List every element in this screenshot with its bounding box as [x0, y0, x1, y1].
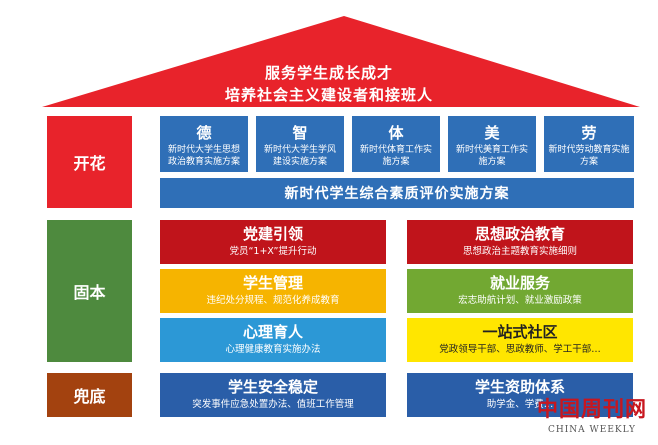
block-subtitle: 党政领导干部、思政教师、学工干部… — [439, 344, 601, 355]
section-label-bloom: 开花 — [47, 116, 132, 208]
block-subtitle: 突发事件应急处置办法、值班工作管理 — [192, 399, 354, 410]
roof-shape — [42, 16, 640, 107]
education-box-labor: 劳 新时代劳动教育实施方案 — [544, 116, 634, 172]
block-student-management: 学生管理 违纪处分规程、规范化养成教育 — [160, 269, 386, 313]
block-subtitle: 党员“1+X”提升行动 — [229, 246, 317, 257]
education-box-aesthetic: 美 新时代美育工作实施方案 — [448, 116, 536, 172]
block-employment-service: 就业服务 宏志助航计划、就业激励政策 — [407, 269, 633, 313]
watermark-en: CHINA WEEKLY — [548, 425, 636, 435]
education-title: 智 — [292, 124, 308, 142]
block-subtitle: 违纪处分规程、规范化养成教育 — [206, 295, 340, 306]
block-student-safety: 学生安全稳定 突发事件应急处置办法、值班工作管理 — [160, 373, 386, 417]
roof-title-line-1: 服务学生成长成才 — [264, 64, 393, 82]
education-box-physical: 体 新时代体育工作实施方案 — [352, 116, 440, 172]
block-subtitle: 宏志助航计划、就业激励政策 — [458, 295, 582, 306]
block-subtitle: 助学金、学费… — [486, 399, 554, 410]
section-label-root-text: 固本 — [73, 283, 106, 302]
section-label-root: 固本 — [47, 220, 132, 362]
evaluation-bar: 新时代学生综合素质评价实施方案 — [160, 178, 634, 208]
education-subtitle: 新时代大学生思想政治教育实施方案 — [167, 145, 240, 167]
block-title: 心理育人 — [242, 323, 303, 341]
block-student-aid: 学生资助体系 助学金、学费… — [407, 373, 633, 417]
education-title: 德 — [196, 124, 212, 142]
block-title: 学生管理 — [242, 274, 303, 292]
block-subtitle: 思想政治主题教育实施细则 — [462, 246, 577, 257]
block-one-stop-community: 一站式社区 党政领导干部、思政教师、学工干部… — [407, 318, 633, 362]
evaluation-bar-text: 新时代学生综合素质评价实施方案 — [284, 186, 510, 202]
watermark-logo: 中国周刊网 CHINA WEEKLY — [532, 388, 652, 440]
block-title: 思想政治教育 — [474, 225, 565, 243]
education-subtitle: 新时代劳动教育实施方案 — [548, 145, 630, 167]
section-label-base: 兜底 — [47, 373, 132, 417]
block-title: 党建引领 — [242, 225, 303, 243]
block-psychological-education: 心理育人 心理健康教育实施办法 — [160, 318, 386, 362]
education-subtitle: 新时代大学生学风建设实施方案 — [263, 145, 336, 167]
education-title: 体 — [388, 124, 404, 142]
education-box-moral: 德 新时代大学生思想政治教育实施方案 — [160, 116, 248, 172]
education-subtitle: 新时代美育工作实施方案 — [455, 145, 528, 167]
block-title: 学生安全稳定 — [227, 378, 318, 396]
block-title: 一站式社区 — [482, 323, 558, 341]
education-title: 劳 — [581, 124, 597, 142]
block-party-leadership: 党建引领 党员“1+X”提升行动 — [160, 220, 386, 264]
block-title: 就业服务 — [489, 274, 550, 292]
block-subtitle: 心理健康教育实施办法 — [225, 344, 321, 355]
section-label-bloom-text: 开花 — [73, 154, 106, 173]
roof-title-line-2: 培养社会主义建设者和接班人 — [224, 86, 433, 104]
section-label-base-text: 兜底 — [73, 387, 106, 406]
education-subtitle: 新时代体育工作实施方案 — [359, 145, 432, 167]
watermark-cn: 中国周刊网 — [537, 396, 647, 421]
education-title: 美 — [484, 124, 500, 142]
block-title: 学生资助体系 — [474, 378, 565, 396]
block-ideological-education: 思想政治教育 思想政治主题教育实施细则 — [407, 220, 633, 264]
education-box-intellectual: 智 新时代大学生学风建设实施方案 — [256, 116, 344, 172]
